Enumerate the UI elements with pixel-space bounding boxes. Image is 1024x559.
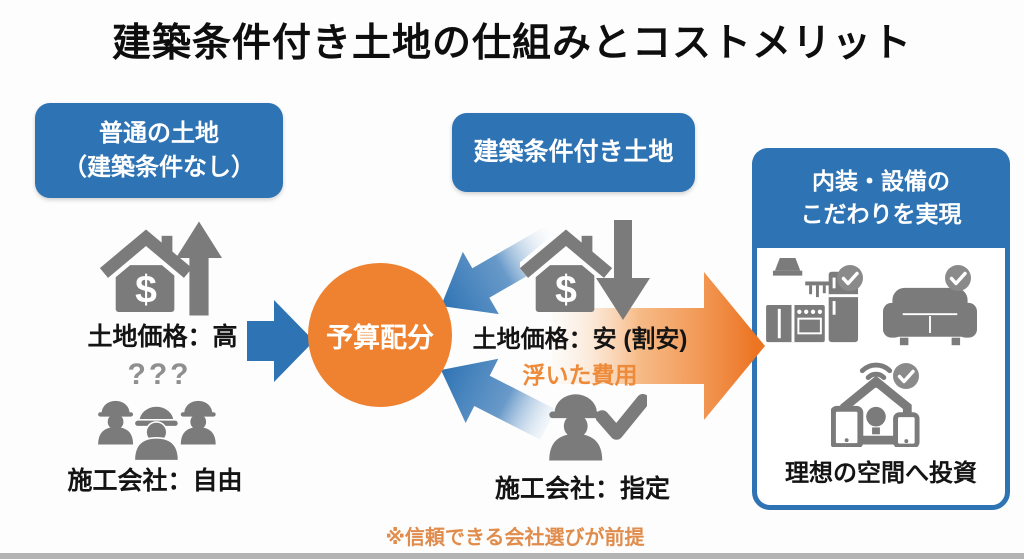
builder-designated-label: 施工会社：指定 [494, 475, 670, 503]
smart-home-icon [831, 362, 920, 447]
builder-check-icon [549, 393, 647, 461]
land-price-low-label: 土地価格：安 (割安) [472, 326, 688, 353]
budget-circle: 予算配分 [308, 263, 452, 407]
sofa-icon [883, 287, 977, 346]
builder-free-label: 施工会社：自由 [67, 467, 243, 495]
kitchen-icon [766, 258, 859, 343]
interior-header-line2: こだわりを実現 [800, 201, 962, 227]
normal-land-box: 普通の土地 （建築条件なし） [35, 103, 283, 198]
question-marks: ??? [127, 358, 192, 391]
check-circle-icon [837, 265, 863, 291]
invest-label: 理想の空間へ投資 [785, 460, 977, 487]
dollar-symbol: $ [555, 268, 577, 311]
interior-header-line1: 内装・設備の [812, 167, 950, 194]
budget-label: 予算配分 [326, 322, 434, 353]
footnote: ※信頼できる会社選びが前提 [385, 527, 645, 549]
normal-land-line2: （建築条件なし） [63, 153, 255, 181]
check-circle-icon [893, 363, 919, 389]
conditional-land-label: 建築条件付き土地 [473, 138, 674, 166]
up-arrow-icon [176, 221, 222, 316]
bottom-gray-bar [0, 553, 1024, 559]
builders-group-icon [98, 400, 216, 462]
dollar-symbol: $ [135, 268, 157, 311]
land-price-high-label: 土地価格：高 [87, 323, 238, 351]
page-title: 建築条件付き土地の仕組みとコストメリット [111, 22, 912, 65]
check-circle-icon [945, 265, 971, 291]
conditional-land-box: 建築条件付き土地 [452, 113, 695, 192]
interior-panel: 内装・設備の こだわりを実現 [752, 148, 1010, 510]
interior-header: 内装・設備の こだわりを実現 [752, 148, 1010, 248]
down-arrow-icon [596, 220, 650, 320]
house-price-up-icon: $ [100, 228, 192, 313]
normal-land-line1: 普通の土地 [99, 119, 219, 147]
